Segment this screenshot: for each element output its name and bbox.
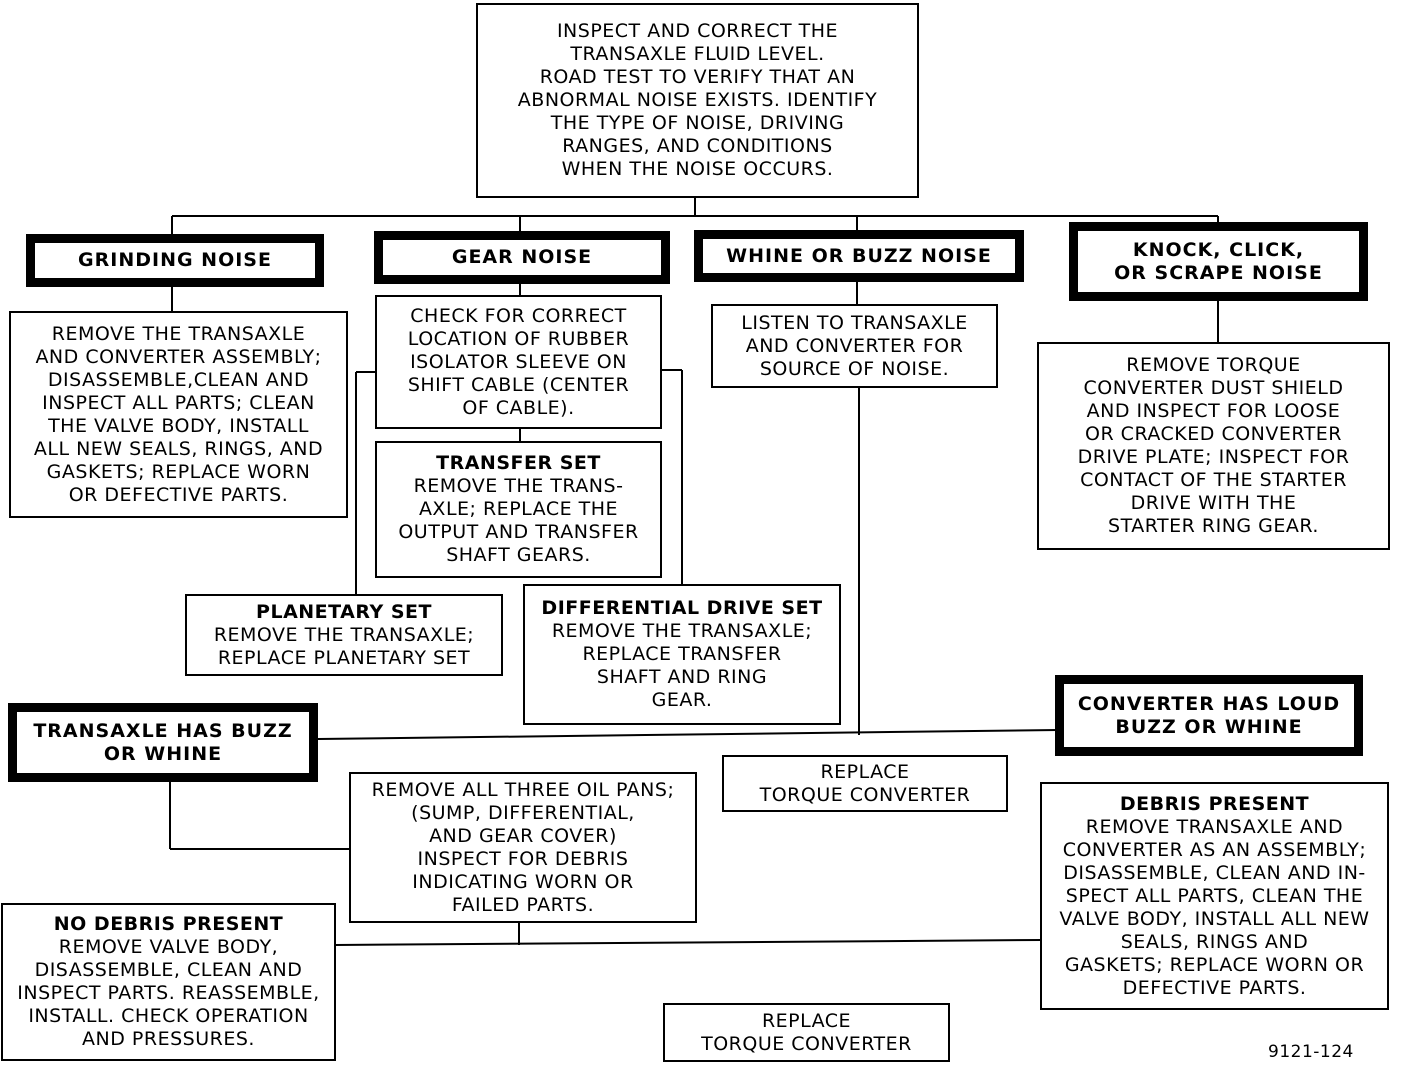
whine-buzz-noise-header: WHINE OR BUZZ NOISE <box>694 230 1024 282</box>
action-line: REMOVE TORQUE <box>1126 354 1301 376</box>
debris-line: CONVERTER AS AN ASSEMBLY; <box>1062 838 1367 861</box>
no-debris-line: INSPECT PARTS. REASSEMBLE, <box>17 982 320 1004</box>
transfer-set-heading: TRANSFER SET <box>436 452 601 474</box>
header-label: CONVERTER HAS LOUD <box>1077 692 1341 715</box>
check-isolator-sleeve-box: CHECK FOR CORRECT LOCATION OF RUBBER ISO… <box>375 295 662 429</box>
debris-line: GASKETS; REPLACE WORN OR <box>1064 953 1365 976</box>
transfer-set-line: REMOVE THE TRANS- <box>413 475 624 497</box>
debris-line: VALVE BODY, INSTALL ALL NEW <box>1059 907 1370 930</box>
remove-oil-pans-box: REMOVE ALL THREE OIL PANS; (SUMP, DIFFER… <box>349 772 697 923</box>
header-label: KNOCK, CLICK, <box>1132 238 1305 261</box>
grinding-noise-header: GRINDING NOISE <box>26 234 324 287</box>
start-line: TRANSAXLE FLUID LEVEL. <box>570 43 825 65</box>
header-label: TRANSAXLE HAS BUZZ <box>33 719 293 742</box>
header-label: GEAR NOISE <box>451 246 593 268</box>
debris-line: SPECT ALL PARTS, CLEAN THE <box>1065 884 1364 907</box>
transfer-set-line: OUTPUT AND TRANSFER <box>398 521 639 543</box>
action-line: AND INSPECT FOR LOOSE <box>1086 400 1341 422</box>
differential-drive-set-line: REPLACE TRANSFER <box>582 643 782 665</box>
debris-present-box: DEBRIS PRESENT REMOVE TRANSAXLE AND CONV… <box>1040 782 1389 1010</box>
check-line: ISOLATOR SLEEVE ON <box>410 350 627 373</box>
listen-line: SOURCE OF NOISE. <box>759 357 950 380</box>
no-debris-line: REMOVE VALVE BODY, <box>58 936 279 958</box>
oil-pans-line: INDICATING WORN OR <box>412 870 634 893</box>
debris-line: REMOVE TRANSAXLE AND <box>1085 815 1344 838</box>
action-line: ALL NEW SEALS, RINGS, AND <box>33 437 324 460</box>
action-line: REMOVE THE TRANSAXLE <box>51 322 306 345</box>
action-line: AND CONVERTER ASSEMBLY; <box>35 345 322 368</box>
no-debris-present-box: NO DEBRIS PRESENT REMOVE VALVE BODY, DIS… <box>1 903 336 1061</box>
replace-line: REPLACE <box>761 1009 852 1032</box>
oil-pans-line: FAILED PARTS. <box>451 893 595 916</box>
oil-pans-line: REMOVE ALL THREE OIL PANS; <box>371 778 675 801</box>
header-label: BUZZ OR WHINE <box>1115 715 1303 738</box>
action-line: OR CRACKED CONVERTER <box>1084 423 1343 445</box>
header-label: OR SCRAPE NOISE <box>1114 261 1323 284</box>
header-label: WHINE OR BUZZ NOISE <box>726 244 992 267</box>
no-debris-line: DISASSEMBLE, CLEAN AND <box>34 959 303 981</box>
listen-line: LISTEN TO TRANSAXLE <box>741 311 968 334</box>
differential-drive-set-line: SHAFT AND RING <box>596 666 768 688</box>
start-line: WHEN THE NOISE OCCURS. <box>561 158 834 180</box>
knock-action-box: REMOVE TORQUE CONVERTER DUST SHIELD AND … <box>1037 342 1390 550</box>
debris-line: DISASSEMBLE, CLEAN AND IN- <box>1063 861 1366 884</box>
start-line: THE TYPE OF NOISE, DRIVING <box>550 112 845 134</box>
listen-source-box: LISTEN TO TRANSAXLE AND CONVERTER FOR SO… <box>711 304 998 388</box>
no-debris-line: AND PRESSURES. <box>82 1028 255 1050</box>
planetary-set-box: PLANETARY SET REMOVE THE TRANSAXLE; REPL… <box>185 594 503 676</box>
debris-line: DEFECTIVE PARTS. <box>1122 976 1307 999</box>
no-debris-line: INSTALL. CHECK OPERATION <box>28 1005 309 1027</box>
oil-pans-line: INSPECT FOR DEBRIS <box>417 847 629 870</box>
inspect-fluid-level-box: INSPECT AND CORRECT THE TRANSAXLE FLUID … <box>476 3 919 198</box>
action-line: STARTER RING GEAR. <box>1108 515 1319 537</box>
replace-line: TORQUE CONVERTER <box>759 783 971 806</box>
transfer-set-box: TRANSFER SET REMOVE THE TRANS- AXLE; REP… <box>375 441 662 578</box>
debris-heading: DEBRIS PRESENT <box>1119 792 1310 815</box>
action-line: CONVERTER DUST SHIELD <box>1083 377 1344 399</box>
header-label: GRINDING NOISE <box>78 249 272 271</box>
planetary-set-line: REPLACE PLANETARY SET <box>217 646 471 669</box>
gear-noise-header: GEAR NOISE <box>374 231 670 284</box>
action-line: OR DEFECTIVE PARTS. <box>68 483 289 506</box>
check-line: OF CABLE). <box>462 396 575 419</box>
replace-torque-converter-box-lower: REPLACE TORQUE CONVERTER <box>663 1003 950 1062</box>
replace-torque-converter-box: REPLACE TORQUE CONVERTER <box>722 755 1008 812</box>
transaxle-buzz-whine-header: TRANSAXLE HAS BUZZ OR WHINE <box>8 703 318 782</box>
differential-drive-set-heading: DIFFERENTIAL DRIVE SET <box>541 597 823 619</box>
grinding-noise-action-box: REMOVE THE TRANSAXLE AND CONVERTER ASSEM… <box>9 311 348 518</box>
transfer-set-line: AXLE; REPLACE THE <box>418 498 619 520</box>
transfer-set-line: SHAFT GEARS. <box>446 544 591 566</box>
action-line: DRIVE PLATE; INSPECT FOR <box>1077 446 1350 468</box>
start-line: ROAD TEST TO VERIFY THAT AN <box>539 66 856 88</box>
differential-drive-set-line: REMOVE THE TRANSAXLE; <box>551 620 813 642</box>
oil-pans-line: (SUMP, DIFFERENTIAL, <box>411 801 635 824</box>
debris-line: SEALS, RINGS AND <box>1120 930 1309 953</box>
no-debris-heading: NO DEBRIS PRESENT <box>53 913 284 935</box>
replace-line: REPLACE <box>820 760 910 783</box>
action-line: GASKETS; REPLACE WORN <box>46 460 311 483</box>
start-line: ABNORMAL NOISE EXISTS. IDENTIFY <box>517 89 878 111</box>
header-label: OR WHINE <box>103 742 223 765</box>
planetary-set-line: REMOVE THE TRANSAXLE; <box>213 623 475 646</box>
check-line: SHIFT CABLE (CENTER <box>407 373 630 396</box>
converter-loud-buzz-header: CONVERTER HAS LOUD BUZZ OR WHINE <box>1055 675 1363 756</box>
oil-pans-line: AND GEAR COVER) <box>429 824 617 847</box>
action-line: THE VALVE BODY, INSTALL <box>48 414 309 437</box>
action-line: DRIVE WITH THE <box>1130 492 1297 514</box>
planetary-set-heading: PLANETARY SET <box>256 600 432 623</box>
replace-line: TORQUE CONVERTER <box>701 1032 912 1055</box>
knock-click-scrape-header: KNOCK, CLICK, OR SCRAPE NOISE <box>1069 222 1368 301</box>
start-line: RANGES, AND CONDITIONS <box>562 135 833 157</box>
action-line: INSPECT ALL PARTS; CLEAN <box>42 391 315 414</box>
check-line: CHECK FOR CORRECT <box>410 304 627 327</box>
figure-number: 9121-124 <box>1268 1042 1354 1062</box>
start-line: INSPECT AND CORRECT THE <box>556 20 839 42</box>
check-line: LOCATION OF RUBBER <box>407 327 630 350</box>
action-line: CONTACT OF THE STARTER <box>1080 469 1347 491</box>
action-line: DISASSEMBLE,CLEAN AND <box>47 368 310 391</box>
listen-line: AND CONVERTER FOR <box>745 334 964 357</box>
differential-drive-set-line: GEAR. <box>651 689 713 711</box>
differential-drive-set-box: DIFFERENTIAL DRIVE SET REMOVE THE TRANSA… <box>523 584 841 725</box>
